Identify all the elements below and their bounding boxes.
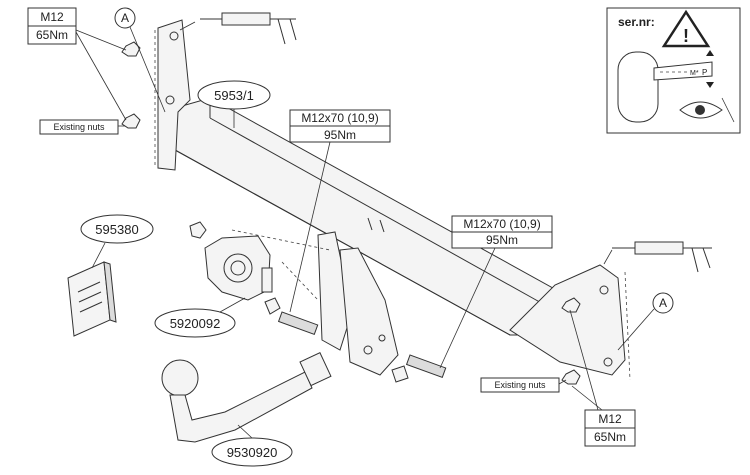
electric-kit-595380 [67, 261, 117, 337]
svg-text:5920092: 5920092 [170, 316, 221, 331]
svg-text:9530920: 9530920 [227, 445, 278, 460]
torque-callout-top-left: M12 65Nm [27, 7, 127, 121]
existing-nuts-right: Existing nuts [480, 377, 567, 393]
svg-text:!: ! [683, 26, 689, 46]
nuts-top-left [121, 41, 141, 129]
serial-label: ser.nr: [618, 15, 655, 29]
guide-line [231, 229, 331, 251]
svg-text:65Nm: 65Nm [594, 430, 626, 444]
svg-text:95Nm: 95Nm [324, 128, 356, 142]
tow-ball-9530920 [161, 352, 332, 443]
svg-text:Existing nuts: Existing nuts [53, 122, 105, 132]
torque-callout-mid: M12x70 (10,9) 95Nm [289, 109, 391, 313]
svg-text:A: A [659, 296, 667, 310]
torque-value-label: 65Nm [36, 28, 68, 42]
svg-text:Existing nuts: Existing nuts [494, 380, 546, 390]
svg-text:M12x70 (10,9): M12x70 (10,9) [301, 111, 378, 125]
svg-text:A: A [121, 11, 129, 25]
serial-number-box: ser.nr: ! M* P [606, 7, 741, 134]
part-label-tow-ball: 9530920 [211, 424, 293, 467]
existing-nuts-left: Existing nuts [39, 119, 125, 135]
socket-plate-5920092 [189, 221, 273, 301]
nuts-bottom-right [561, 297, 581, 385]
eye-icon [679, 97, 735, 123]
center-hitch-brackets [317, 231, 399, 376]
part-label-crossbar: 5953/1 [197, 80, 271, 128]
svg-text:5953/1: 5953/1 [214, 88, 254, 103]
reference-a-left: A [114, 7, 166, 113]
plate-marks: M* [690, 70, 699, 77]
warning-triangle-icon: ! [661, 9, 711, 48]
plate-code: P [702, 68, 707, 77]
svg-text:595380: 595380 [95, 222, 138, 237]
torque-callout-right: M12x70 (10,9) 95Nm [439, 215, 553, 369]
svg-text:95Nm: 95Nm [486, 233, 518, 247]
svg-text:M12x70 (10,9): M12x70 (10,9) [463, 217, 540, 231]
guide-line [281, 261, 319, 301]
torque-bolt-label: M12 [40, 10, 64, 24]
right-mounting-bracket [509, 264, 631, 381]
torque-callout-bottom-right: M12 65Nm [569, 309, 636, 447]
part-label-socket-plate: 5920092 [154, 297, 246, 338]
part-label-electric-kit: 595380 [80, 214, 154, 269]
sealant-gun-top [179, 12, 297, 45]
reference-a-right: A [617, 292, 674, 351]
tube-bolts [264, 217, 447, 383]
left-mounting-bracket [154, 19, 191, 171]
sealant-gun-right [603, 241, 712, 273]
svg-text:M12: M12 [598, 412, 622, 426]
